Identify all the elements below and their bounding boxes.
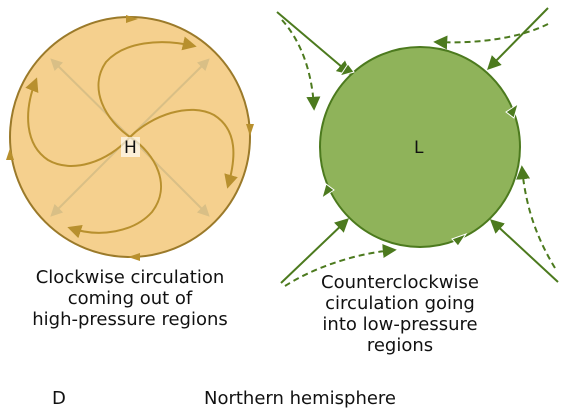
ccw-arrow-top: [338, 63, 355, 77]
ccw-arrow-left: [321, 183, 335, 200]
caption-line: Counterclockwise: [321, 272, 479, 293]
diverge-arrow-nw: [50, 58, 131, 138]
spiral-arrow-2: [129, 108, 238, 189]
low-pressure-circle: [319, 46, 521, 248]
rim-arrow-left: [6, 148, 14, 160]
dashed-arrow-ne: [433, 23, 549, 50]
high-pressure-system: H: [6, 15, 254, 261]
high-pressure-caption: Clockwise circulation coming out of high…: [10, 267, 250, 330]
clockwise-spiral-arrows: [25, 36, 238, 239]
rim-arrows: [6, 15, 254, 261]
spiral-arrow-4: [25, 77, 131, 167]
high-center-label: H: [124, 138, 137, 158]
inflow-arrows: [276, 7, 559, 284]
rim-arrow-bottom: [128, 253, 140, 261]
dashed-arrow-sw: [284, 244, 397, 287]
inflow-arrow-ne: [487, 7, 549, 70]
diverge-arrow-se: [129, 136, 210, 217]
caption-line: into low-pressure: [322, 314, 478, 335]
ccw-arrow-bottom: [451, 233, 468, 247]
dashed-deflection-arrows: [281, 19, 556, 287]
dashed-arrow-nw: [281, 19, 321, 111]
ccw-arrow-right: [505, 102, 519, 119]
panel-letter: D: [52, 388, 66, 409]
low-center-label: L: [414, 138, 424, 158]
low-pressure-caption: Counterclockwise circulation going into …: [285, 272, 515, 356]
caption-line: Clockwise circulation: [35, 267, 225, 288]
center-label-bg: [121, 137, 140, 157]
circumference-arrows: [321, 63, 519, 247]
caption-line: high-pressure regions: [32, 309, 228, 330]
rim-arrow-right: [246, 124, 254, 136]
rim-arrow-top: [126, 15, 138, 23]
inflow-arrow-nw: [276, 11, 352, 75]
spiral-arrow-1: [97, 36, 197, 138]
low-pressure-system: L: [276, 7, 559, 287]
spiral-arrow-3: [67, 136, 162, 239]
caption-line: regions: [366, 335, 434, 356]
inflow-arrow-se: [489, 219, 559, 283]
caption-line: circulation going: [325, 293, 475, 314]
caption-line: coming out of: [67, 288, 193, 309]
inflow-arrow-sw: [280, 218, 350, 284]
diverge-arrow-ne: [129, 58, 210, 138]
dashed-arrow-se: [516, 165, 556, 269]
hemisphere-label: Northern hemisphere: [203, 388, 396, 409]
